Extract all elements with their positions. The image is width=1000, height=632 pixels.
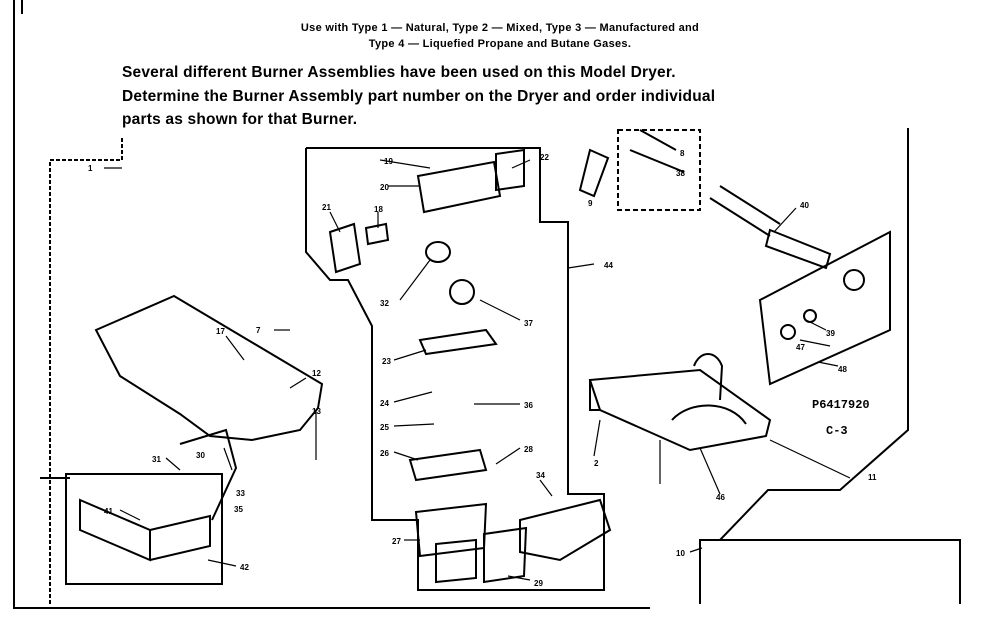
igniter-block-2	[483, 526, 528, 584]
callout-1: 1	[88, 164, 93, 173]
callout-28: 28	[524, 445, 533, 454]
callout-7: 7	[256, 326, 261, 335]
mounting-cutout	[671, 404, 747, 425]
manifold-box	[65, 473, 223, 585]
callout-47: 47	[796, 343, 805, 352]
callout-8: 8	[680, 149, 685, 158]
mounting-hook	[693, 353, 724, 401]
burner-assembly-outline	[306, 147, 605, 591]
callout-32: 32	[380, 299, 389, 308]
gas-valve-outline	[94, 294, 324, 442]
callout-18: 18	[374, 205, 383, 214]
callout-21: 21	[322, 203, 331, 212]
outline-lower-right	[720, 539, 961, 604]
sensor-head	[843, 269, 865, 291]
callout-34: 34	[536, 471, 545, 480]
callout-13: 13	[312, 407, 321, 416]
callout-24: 24	[380, 399, 389, 408]
callout-44: 44	[604, 261, 613, 270]
outline-left	[49, 138, 123, 604]
callout-42: 42	[240, 563, 249, 572]
sensor-clip	[578, 148, 610, 198]
callout-19: 19	[384, 157, 393, 166]
callout-46: 46	[716, 493, 725, 502]
outline-right	[699, 128, 909, 604]
igniter	[519, 498, 612, 562]
mounting-bracket-side	[589, 380, 600, 411]
burner-notice-line-3: parts as shown for that Burner.	[122, 111, 358, 128]
callout-26: 26	[380, 449, 389, 458]
callout-23: 23	[382, 357, 391, 366]
callout-17: 17	[216, 327, 225, 336]
manifold-pipe-end	[149, 514, 211, 561]
gas-type-note-line-2: Type 4 — Liquefied Propane and Butane Ga…	[368, 38, 632, 50]
callout-31: 31	[152, 455, 161, 464]
burner-cap	[425, 241, 451, 263]
page-reference: C-3	[826, 424, 848, 438]
igniter-block	[435, 538, 477, 584]
burner-plate	[418, 328, 498, 356]
burner-assembly-outline-left	[305, 148, 419, 580]
mounting-bracket	[588, 368, 772, 452]
grommet	[780, 324, 796, 340]
callout-33: 33	[236, 489, 245, 498]
callout-10: 10	[676, 549, 685, 558]
sensor-leads	[629, 129, 685, 173]
callout-2: 2	[594, 459, 599, 468]
callout-27: 27	[392, 537, 401, 546]
callout-35: 35	[234, 505, 243, 514]
burner-cap-2	[449, 279, 475, 305]
callout-48: 48	[838, 365, 847, 374]
callout-25: 25	[380, 423, 389, 432]
manifold-pipe	[79, 498, 151, 562]
callout-12: 12	[312, 369, 321, 378]
pipe-bracket	[179, 428, 238, 521]
callout-29: 29	[534, 579, 543, 588]
callout-40: 40	[800, 201, 809, 210]
frame-line-left	[13, 0, 650, 609]
gasket-panel	[758, 230, 891, 386]
sensor-tube	[709, 185, 781, 237]
burner-notice-line-1: Several different Burner Assemblies have…	[122, 64, 676, 81]
callout-9: 9	[588, 199, 593, 208]
burner-notice-line-2: Determine the Burner Assembly part numbe…	[122, 88, 716, 105]
orifice-plate	[408, 448, 488, 482]
callout-22: 22	[540, 153, 549, 162]
grommet-2	[803, 309, 817, 323]
callout-41: 41	[104, 507, 113, 516]
callout-30: 30	[196, 451, 205, 460]
callout-38: 38	[676, 169, 685, 178]
callout-37: 37	[524, 319, 533, 328]
callout-20: 20	[380, 183, 389, 192]
sensor-box	[617, 129, 701, 211]
top-plate	[495, 148, 525, 192]
drawing-number: P6417920	[812, 398, 870, 412]
gas-type-note-line-1: Use with Type 1 — Natural, Type 2 — Mixe…	[300, 22, 700, 34]
callout-39: 39	[826, 329, 835, 338]
top-bracket	[416, 160, 502, 214]
connector	[328, 222, 362, 274]
callout-11: 11	[868, 473, 877, 482]
callout-36: 36	[524, 401, 533, 410]
sensor-tube-2	[764, 228, 832, 270]
connector-clip	[364, 222, 390, 246]
